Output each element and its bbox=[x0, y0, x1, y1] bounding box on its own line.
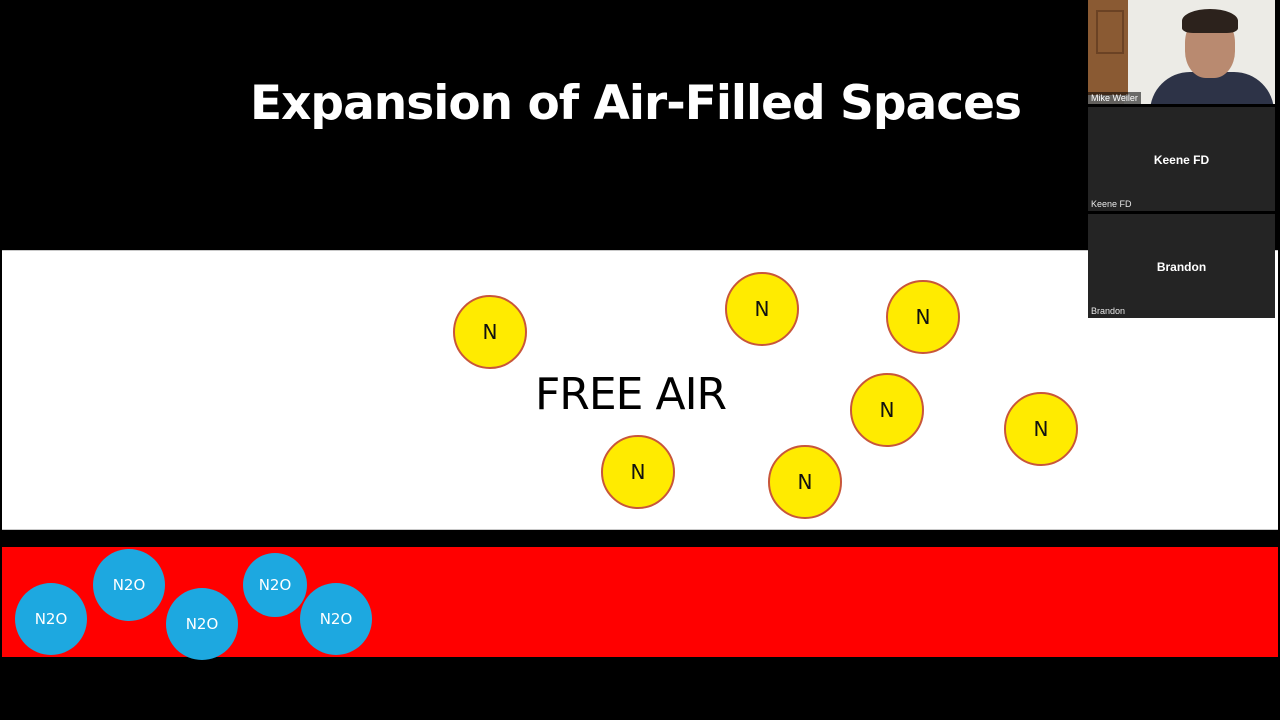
participant-name: Keene FD bbox=[1091, 199, 1132, 209]
nitrogen-molecule: N bbox=[725, 272, 799, 346]
participant-tile-video[interactable]: Mike Weiler bbox=[1088, 0, 1275, 104]
participant-display-name: Brandon bbox=[1156, 260, 1207, 274]
nitrogen-label: N bbox=[797, 470, 813, 494]
nitrogen-molecule: N bbox=[453, 295, 527, 369]
nitrogen-label: N bbox=[754, 297, 770, 321]
nitrous-oxide-molecule: N2O bbox=[15, 583, 87, 655]
nitrogen-molecule: N bbox=[886, 280, 960, 354]
nitrous-oxide-label: N2O bbox=[258, 576, 292, 594]
nitrogen-molecule: N bbox=[1004, 392, 1078, 466]
nitrous-oxide-label: N2O bbox=[112, 576, 146, 594]
nitrous-oxide-label: N2O bbox=[319, 610, 353, 628]
participant-tile[interactable]: Keene FD Keene FD bbox=[1088, 107, 1275, 211]
participant-name: Mike Weiler bbox=[1088, 92, 1141, 104]
participant-display-name: Keene FD bbox=[1153, 153, 1210, 167]
nitrogen-molecule: N bbox=[768, 445, 842, 519]
participant-tile[interactable]: Brandon Brandon bbox=[1088, 214, 1275, 318]
participant-video-hair bbox=[1182, 9, 1238, 33]
participant-name: Brandon bbox=[1091, 306, 1126, 316]
nitrogen-molecule: N bbox=[601, 435, 675, 509]
participant-panel: Mike Weiler Keene FD Keene FD Brandon Br… bbox=[1088, 0, 1275, 320]
nitrous-oxide-molecule: N2O bbox=[300, 583, 372, 655]
nitrous-oxide-molecule: N2O bbox=[166, 588, 238, 660]
nitrous-oxide-label: N2O bbox=[34, 610, 68, 628]
video-background-door bbox=[1088, 0, 1128, 95]
free-air-label: FREE AIR bbox=[535, 369, 727, 420]
nitrogen-label: N bbox=[630, 460, 646, 484]
nitrous-oxide-molecule: N2O bbox=[243, 553, 307, 617]
nitrogen-molecule: N bbox=[850, 373, 924, 447]
nitrous-oxide-label: N2O bbox=[185, 615, 219, 633]
slide-title: Expansion of Air-Filled Spaces bbox=[250, 76, 1022, 131]
nitrous-oxide-molecule: N2O bbox=[93, 549, 165, 621]
nitrogen-label: N bbox=[1033, 417, 1049, 441]
nitrogen-label: N bbox=[915, 305, 931, 329]
nitrogen-label: N bbox=[879, 398, 895, 422]
nitrogen-label: N bbox=[482, 320, 498, 344]
